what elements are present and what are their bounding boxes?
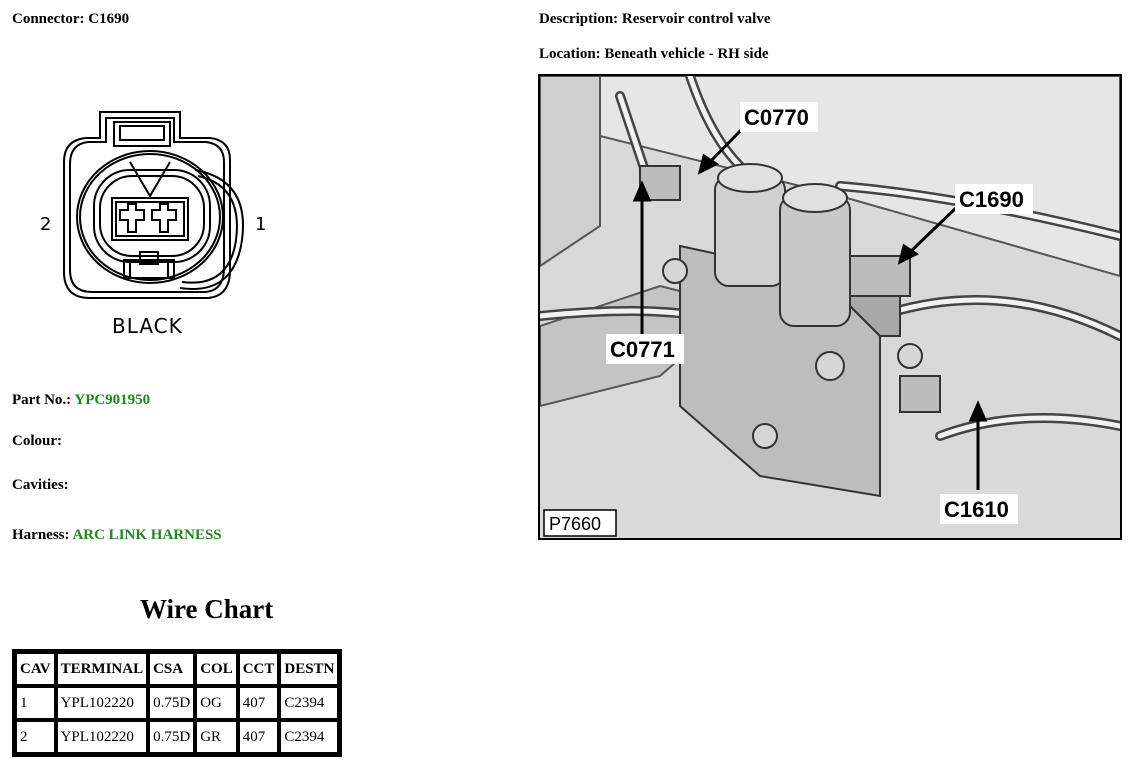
cell-csa: 0.75D — [148, 686, 196, 720]
connector-label: Connector: — [12, 11, 85, 27]
callout-c1610: C1610 — [944, 497, 1009, 522]
cell-cct: 407 — [237, 686, 280, 720]
part-no-link[interactable]: YPC901950 — [74, 392, 151, 408]
valve-illustration: C0770 C1690 C0771 C1610 P7660 — [540, 76, 1120, 538]
cell-cav: 1 — [15, 686, 56, 720]
wire-chart-header-row: CAV TERMINAL CSA COL CCT DESTN — [15, 652, 340, 686]
connector-line: Connector: C1690 — [12, 11, 129, 28]
table-row: 2 YPL102220 0.75D GR 407 C2394 — [15, 720, 340, 754]
header-col: COL — [195, 652, 238, 686]
photo-reference: P7660 — [549, 514, 601, 534]
location-value: Beneath vehicle - RH side — [604, 46, 769, 62]
header-destn: DESTN — [279, 652, 340, 686]
harness-link[interactable]: ARC LINK HARNESS — [72, 527, 222, 543]
wire-chart-title: Wire Chart — [140, 594, 274, 624]
cavity-number-left: 2 — [40, 214, 52, 235]
harness-line: Harness: ARC LINK HARNESS — [12, 527, 222, 544]
cell-col: GR — [195, 720, 238, 754]
cavity-number-right: 1 — [255, 214, 267, 235]
cell-cav: 2 — [15, 720, 56, 754]
callout-c1690: C1690 — [959, 187, 1024, 212]
wire-chart-table: CAV TERMINAL CSA COL CCT DESTN 1 YPL1022… — [12, 649, 343, 757]
colour-label: Colour: — [12, 433, 62, 449]
description-value: Reservoir control valve — [621, 11, 771, 27]
cell-destn: C2394 — [279, 720, 340, 754]
description-line: Description: Reservoir control valve — [539, 11, 770, 28]
cavities-label: Cavities: — [12, 477, 69, 493]
cell-csa: 0.75D — [148, 720, 196, 754]
callout-c0770: C0770 — [744, 105, 809, 130]
header-csa: CSA — [148, 652, 196, 686]
cell-cct: 407 — [237, 720, 280, 754]
cell-terminal: YPL102220 — [55, 686, 149, 720]
connector-color-text: BLACK — [112, 314, 183, 338]
callout-c0771: C0771 — [610, 337, 675, 362]
description-label: Description: — [539, 11, 619, 27]
connector-face-drawing — [63, 111, 244, 299]
connector-id: C1690 — [88, 11, 130, 27]
connector-face-diagram: 2 1 BLACK — [30, 100, 270, 350]
header-terminal: TERMINAL — [55, 652, 149, 686]
header-cct: CCT — [237, 652, 280, 686]
part-no-label: Part No.: — [12, 392, 72, 408]
harness-label: Harness: — [12, 527, 70, 543]
part-no-line: Part No.: YPC901950 — [12, 392, 150, 409]
cell-col: OG — [195, 686, 238, 720]
location-photo: C0770 C1690 C0771 C1610 P7660 — [538, 74, 1122, 540]
location-label: Location: — [539, 46, 601, 62]
cell-destn: C2394 — [279, 686, 340, 720]
location-line: Location: Beneath vehicle - RH side — [539, 46, 769, 63]
cell-terminal: YPL102220 — [55, 720, 149, 754]
table-row: 1 YPL102220 0.75D OG 407 C2394 — [15, 686, 340, 720]
header-cav: CAV — [15, 652, 56, 686]
